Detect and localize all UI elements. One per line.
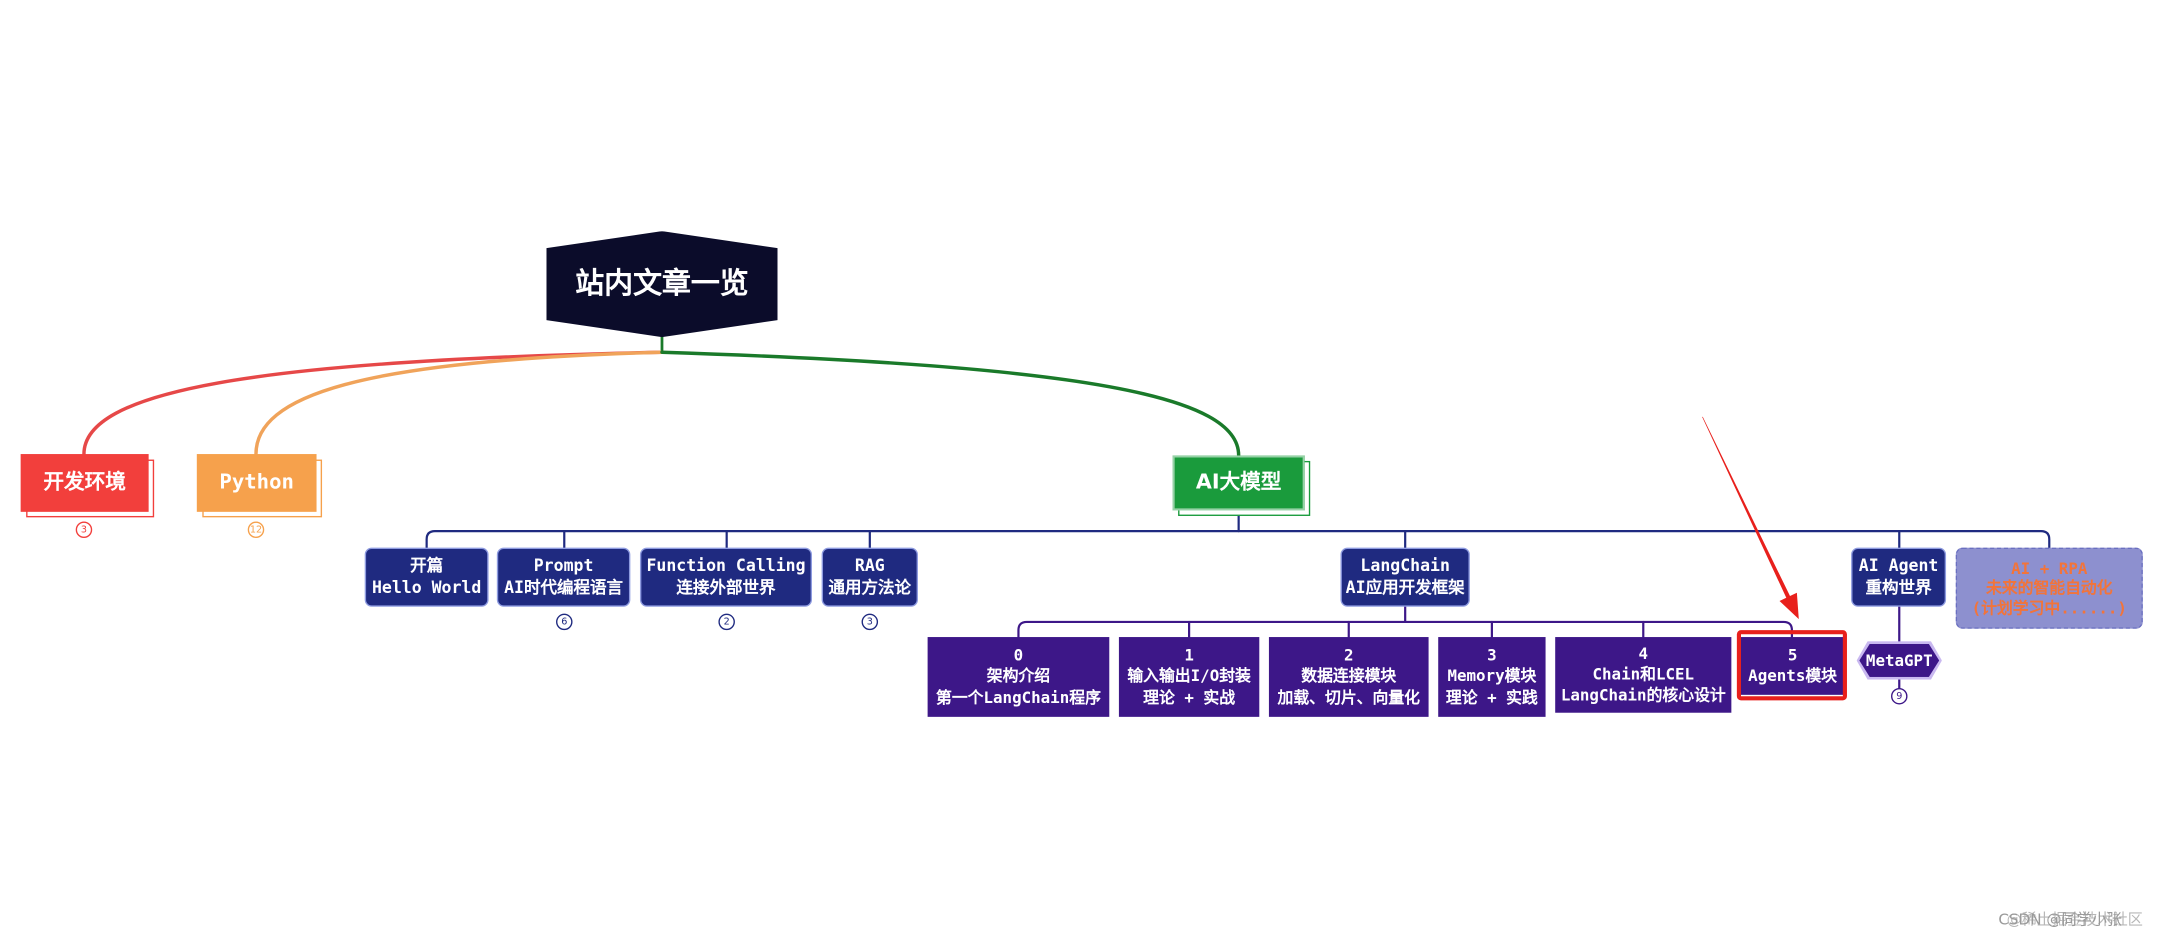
metagpt-node[interactable]: MetaGPT bbox=[1856, 641, 1942, 680]
topic-title: 开篇 bbox=[410, 555, 444, 576]
topic-subtitle: 连接外部世界 bbox=[676, 577, 776, 597]
langchain-module-0[interactable]: 0 架构介绍 第一个LangChain程序 bbox=[927, 637, 1110, 717]
python-label: Python bbox=[219, 469, 294, 495]
topic-title: Function Calling bbox=[646, 555, 806, 576]
topic-title: AI + RPA bbox=[2011, 558, 2088, 578]
module-index: 4 bbox=[1638, 643, 1649, 663]
topic-note: (计划学习中......) bbox=[1971, 598, 2127, 618]
topic-title: Prompt bbox=[533, 555, 594, 576]
topic-subtitle: 重构世界 bbox=[1865, 577, 1932, 597]
module-title: 输入输出I/O封装 bbox=[1127, 666, 1251, 686]
module-index: 5 bbox=[1787, 645, 1798, 665]
module-index: 2 bbox=[1343, 645, 1354, 665]
module-title: Memory模块 bbox=[1447, 666, 1537, 686]
topic-title: LangChain bbox=[1360, 555, 1450, 576]
ai-model-label: AI大模型 bbox=[1195, 469, 1282, 495]
python-node[interactable]: Python bbox=[196, 454, 317, 512]
root-node[interactable]: 站内文章一览 bbox=[546, 231, 778, 338]
topic-function-calling[interactable]: Function Calling 连接外部世界 bbox=[639, 547, 813, 607]
module-index: 1 bbox=[1184, 645, 1194, 665]
link-root-dev-env bbox=[82, 350, 664, 456]
module-subtitle: LangChain的核心设计 bbox=[1560, 685, 1726, 705]
dev-env-count-badge[interactable]: 3 bbox=[75, 521, 93, 538]
metagpt-count-badge[interactable]: 9 bbox=[1891, 687, 1908, 705]
topic-ai-rpa[interactable]: AI + RPA 未来的智能自动化 (计划学习中......) bbox=[1955, 547, 2143, 629]
topic-prompt[interactable]: Prompt AI时代编程语言 bbox=[496, 547, 631, 607]
rag-count-badge[interactable]: 3 bbox=[861, 613, 879, 631]
topic-rag[interactable]: RAG 通用方法论 bbox=[821, 547, 918, 607]
langchain-module-4[interactable]: 4 Chain和LCEL LangChain的核心设计 bbox=[1555, 637, 1732, 713]
module-title: 架构介绍 bbox=[986, 666, 1051, 686]
dev-env-label: 开发环境 bbox=[43, 469, 126, 495]
function-calling-count-badge[interactable]: 2 bbox=[718, 613, 735, 631]
topic-langchain[interactable]: LangChain AI应用开发框架 bbox=[1340, 547, 1470, 607]
root-label: 站内文章一览 bbox=[575, 266, 749, 300]
dev-env-node[interactable]: 开发环境 bbox=[20, 454, 149, 512]
module-subtitle: 加载、切片、向量化 bbox=[1277, 687, 1420, 707]
link-root-python bbox=[254, 350, 664, 456]
ai-model-node[interactable]: AI大模型 bbox=[1172, 455, 1305, 511]
link-ai-bus bbox=[425, 530, 2051, 549]
langchain-module-5[interactable]: 5 Agents模块 bbox=[1740, 637, 1845, 695]
module-title: 数据连接模块 bbox=[1301, 666, 1397, 686]
langchain-module-3[interactable]: 3 Memory模块 理论 + 实践 bbox=[1438, 637, 1546, 717]
topic-subtitle: AI时代编程语言 bbox=[504, 577, 624, 597]
watermark-secondary: @稀土掘金技术社区 bbox=[2006, 910, 2143, 929]
langchain-module-2[interactable]: 2 数据连接模块 加载、切片、向量化 bbox=[1268, 637, 1429, 717]
module-title: Agents模块 bbox=[1748, 665, 1838, 686]
python-count-badge[interactable]: 12 bbox=[247, 521, 265, 538]
topic-subtitle: Hello World bbox=[371, 577, 482, 597]
topic-subtitle: AI应用开发框架 bbox=[1345, 577, 1465, 597]
topic-title: RAG bbox=[854, 555, 885, 576]
link-root-ai-model bbox=[660, 350, 1241, 458]
topic-title: AI Agent bbox=[1858, 555, 1939, 576]
module-title: Chain和LCEL bbox=[1592, 664, 1695, 684]
prompt-count-badge[interactable]: 6 bbox=[556, 613, 573, 631]
link-langchain-bus bbox=[1017, 620, 1794, 639]
metagpt-label: MetaGPT bbox=[1859, 643, 1940, 677]
module-index: 3 bbox=[1487, 645, 1497, 665]
langchain-module-1[interactable]: 1 输入输出I/O封装 理论 + 实战 bbox=[1118, 637, 1260, 717]
module-index: 0 bbox=[1013, 645, 1024, 665]
topic-ai-agent[interactable]: AI Agent 重构世界 bbox=[1851, 547, 1947, 607]
module-subtitle: 理论 + 实践 bbox=[1445, 687, 1538, 707]
topic-subtitle: 未来的智能自动化 bbox=[1985, 578, 2113, 598]
topic-intro[interactable]: 开篇 Hello World bbox=[364, 547, 489, 607]
module-subtitle: 第一个LangChain程序 bbox=[935, 687, 1101, 707]
red-arrow-annotation bbox=[1702, 416, 1799, 620]
module-subtitle: 理论 + 实战 bbox=[1143, 687, 1236, 707]
topic-subtitle: 通用方法论 bbox=[828, 577, 912, 597]
watermark-primary: CSDN @同学小张 bbox=[1998, 910, 2123, 929]
